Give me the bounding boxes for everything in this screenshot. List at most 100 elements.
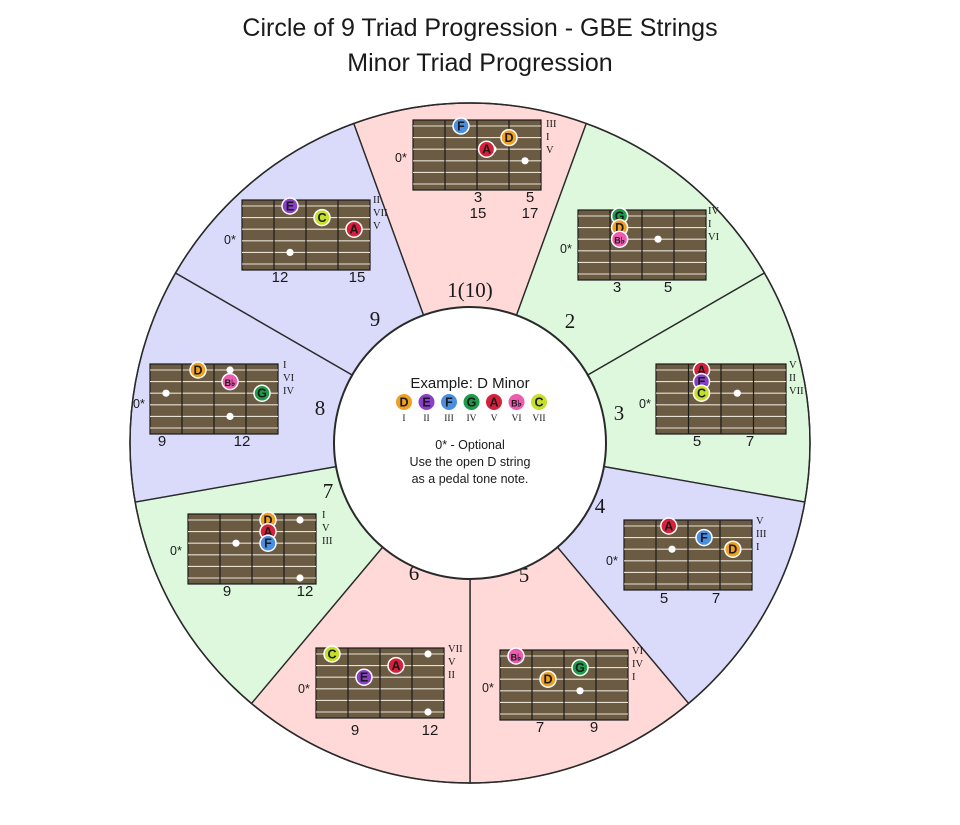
fret-number: 5 <box>660 590 668 607</box>
svg-text:C: C <box>327 648 336 662</box>
diagram-title: Circle of 9 Triad Progression - GBE Stri… <box>242 14 718 42</box>
note-bflat: B♭ <box>507 647 525 665</box>
degree-label: V <box>546 145 554 156</box>
note-c: C <box>692 384 711 402</box>
position-number-9: 9 <box>370 307 381 331</box>
scale-note-6: B♭VI <box>508 394 525 424</box>
svg-text:D: D <box>543 673 552 687</box>
svg-text:G: G <box>615 210 625 224</box>
degree-label: VI <box>708 232 720 243</box>
degree-label: IV <box>632 659 643 670</box>
svg-text:F: F <box>700 531 708 545</box>
degree-label: V <box>789 360 797 371</box>
fret-marker-dot <box>654 235 662 243</box>
note-g: G <box>571 658 589 677</box>
inner-circle <box>333 306 607 580</box>
degree-label: I <box>708 219 712 230</box>
note-d: D <box>539 670 557 688</box>
scale-note-1: DI <box>396 394 412 424</box>
center-legend: Example: D Minor DIEIIFIIIGIVAVB♭VICVII … <box>396 375 547 486</box>
optional-note-line1: 0* - Optional <box>435 438 504 452</box>
note-bflat: B♭ <box>221 372 239 391</box>
position-number-5: 5 <box>519 563 530 587</box>
fret-number: 12 <box>422 722 439 739</box>
degree-label: IV <box>708 206 719 217</box>
note-c: C <box>313 208 331 227</box>
note-f: F <box>259 534 277 552</box>
svg-text:A: A <box>349 223 358 237</box>
fret-marker-dot <box>424 708 432 716</box>
scale-note-4: GIV <box>463 394 480 424</box>
svg-text:A: A <box>391 659 400 673</box>
degree-label: III <box>756 529 767 540</box>
position-number-8: 8 <box>315 396 326 420</box>
fret-number-octave: 15 <box>470 205 487 222</box>
svg-text:D: D <box>193 364 202 378</box>
svg-text:II: II <box>423 414 429 424</box>
svg-text:III: III <box>444 414 454 424</box>
fret-number: 12 <box>272 269 289 286</box>
degree-label: VII <box>373 208 388 219</box>
note-e: E <box>355 668 373 686</box>
fret-number: 12 <box>234 433 251 450</box>
svg-text:E: E <box>286 200 294 214</box>
svg-text:E: E <box>422 396 430 410</box>
fret-number: 9 <box>158 433 166 450</box>
optional-open-string-label: 0* <box>395 151 407 165</box>
fret-marker-dot <box>521 157 529 165</box>
fret-number: 7 <box>746 433 754 450</box>
svg-text:D: D <box>399 396 408 410</box>
svg-text:A: A <box>489 396 498 410</box>
svg-text:A: A <box>664 520 673 534</box>
optional-note-line2: Use the open D string <box>410 455 531 469</box>
svg-text:VII: VII <box>532 414 545 424</box>
fret-marker-dot <box>226 366 234 374</box>
degree-label: I <box>283 360 287 371</box>
note-c: C <box>323 645 341 663</box>
scale-note-2: E II <box>418 394 435 424</box>
svg-text:F: F <box>445 396 453 410</box>
fret-marker-dot <box>232 539 240 547</box>
position-number-7: 7 <box>323 479 334 503</box>
position-number-6: 6 <box>409 561 420 585</box>
position-number-1: 1(10) <box>447 278 493 302</box>
svg-text:A: A <box>482 143 491 157</box>
fret-number: 7 <box>536 719 544 736</box>
degree-label: I <box>632 672 636 683</box>
note-g: G <box>253 384 271 402</box>
degree-label: V <box>448 657 456 668</box>
note-a: A <box>477 140 496 158</box>
svg-text:IV: IV <box>466 414 476 424</box>
svg-text:C: C <box>534 396 543 410</box>
note-f: F <box>695 528 713 547</box>
degree-label: II <box>789 373 796 384</box>
fret-number: 12 <box>297 583 314 600</box>
degree-label: VI <box>283 373 295 384</box>
fret-number: 7 <box>712 590 720 607</box>
degree-label: II <box>448 670 455 681</box>
svg-text:I: I <box>402 414 405 424</box>
fret-number: 15 <box>349 269 366 286</box>
svg-text:B♭: B♭ <box>511 399 522 409</box>
degree-label: III <box>322 536 333 547</box>
svg-text:F: F <box>457 120 465 134</box>
degree-label: VI <box>632 646 644 657</box>
note-a: A <box>345 220 363 238</box>
fret-number: 5 <box>664 279 672 296</box>
fret-number-octave: 17 <box>522 205 539 222</box>
optional-open-string-label: 0* <box>170 544 182 558</box>
svg-text:A: A <box>697 364 706 378</box>
note-d: D <box>189 361 207 379</box>
position-number-3: 3 <box>614 401 625 425</box>
svg-text:B♭: B♭ <box>225 378 236 388</box>
fret-number: 3 <box>613 279 621 296</box>
note-d: D <box>500 128 518 147</box>
